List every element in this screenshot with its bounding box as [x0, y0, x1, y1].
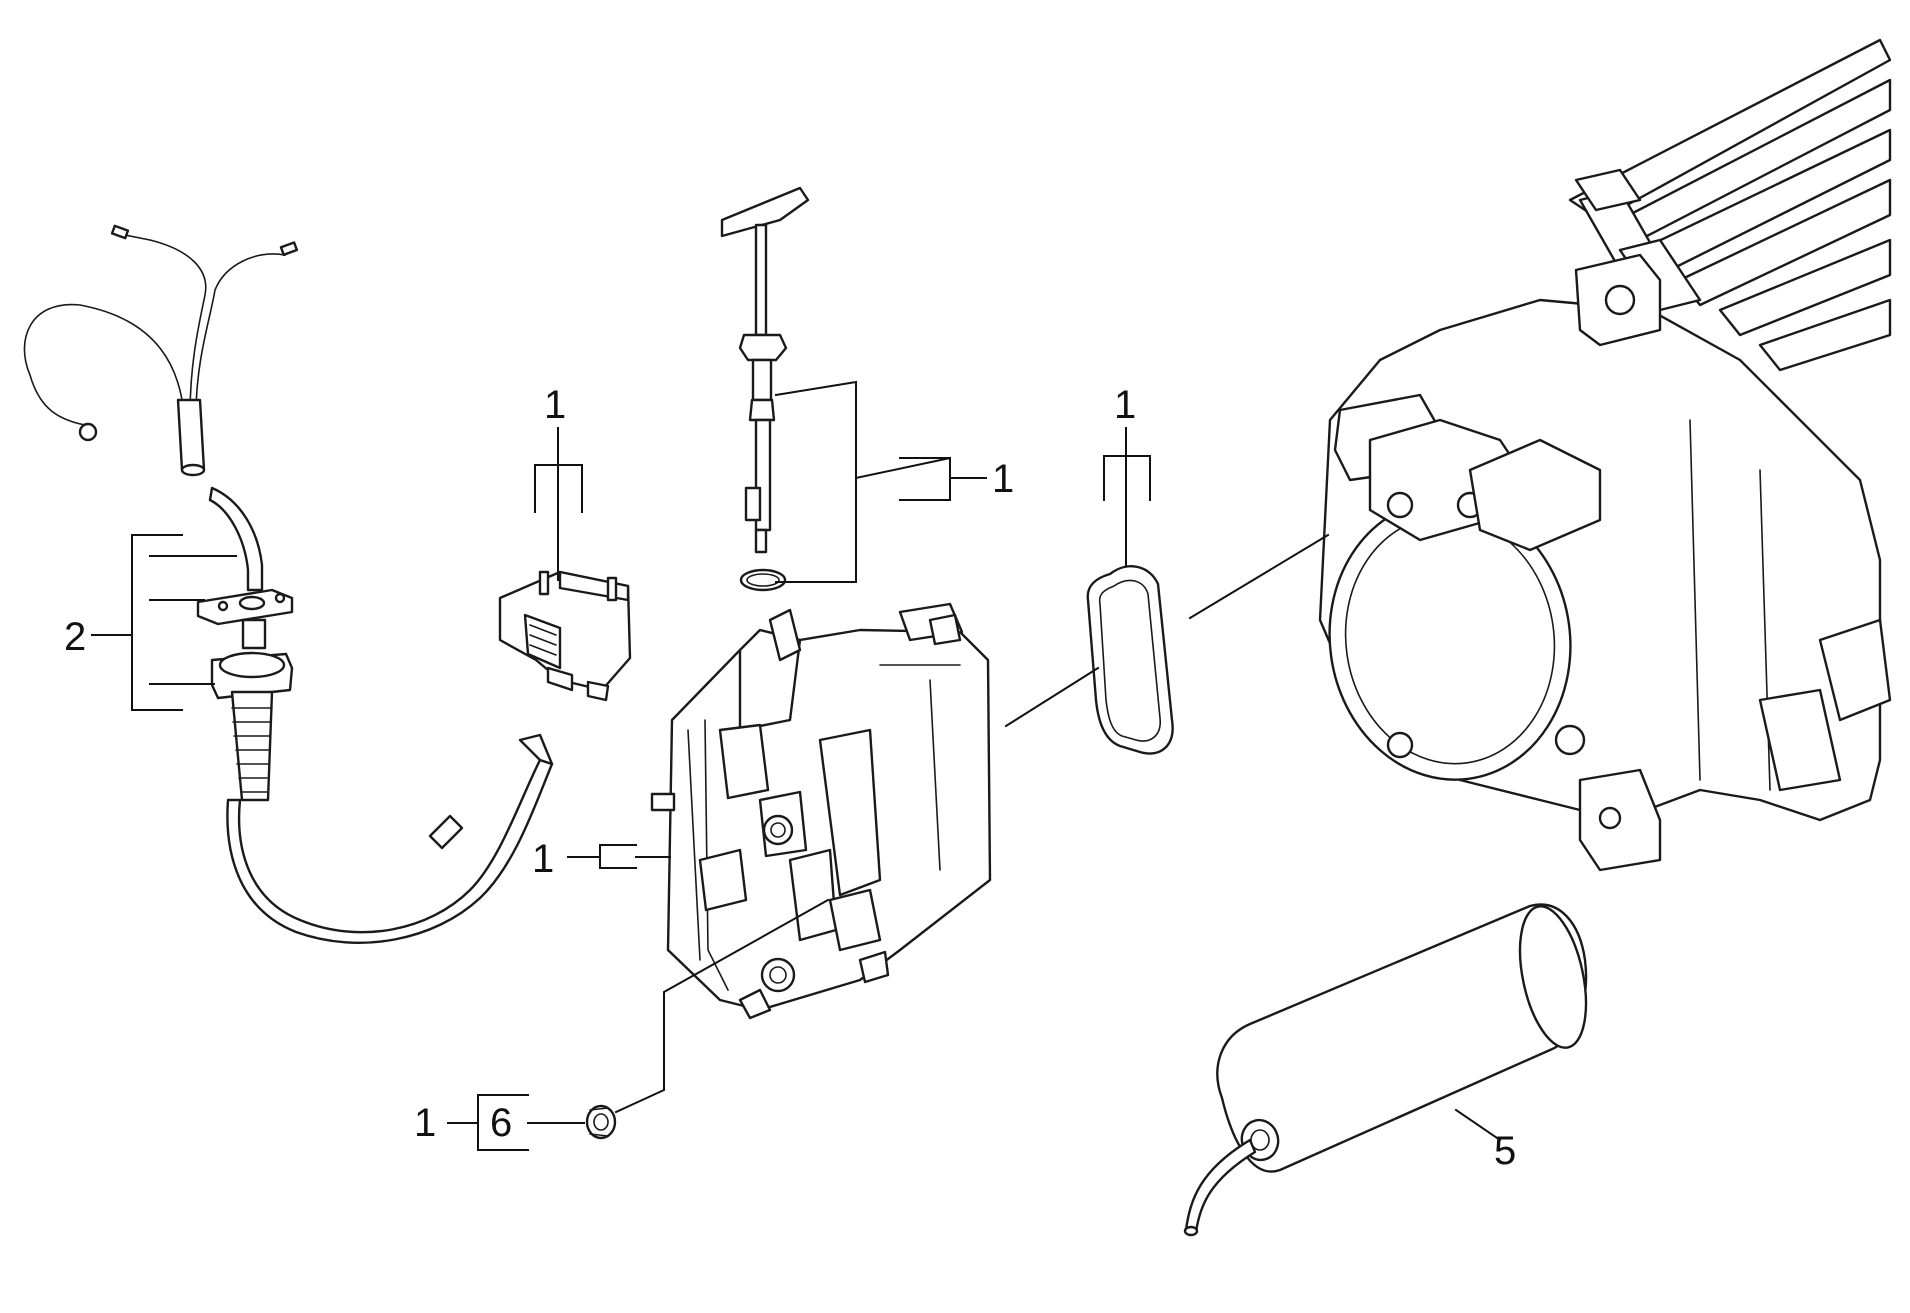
callout-labels: 2 1 1 1 1 1 6 5: [64, 383, 1516, 1173]
callout-housing: 1: [532, 837, 554, 881]
o-ring-seal-part[interactable]: [1086, 565, 1174, 755]
capacitor-part[interactable]: [1183, 900, 1597, 1237]
motor-housing-part[interactable]: [1312, 38, 1892, 872]
grommet-part[interactable]: [585, 1104, 617, 1140]
callout-capacitor: 5: [1494, 1129, 1516, 1173]
callout-grommet-item: 6: [490, 1101, 512, 1145]
plunger-rod-part[interactable]: [720, 186, 810, 592]
wire-harness-part[interactable]: [23, 224, 554, 944]
callout-o-ring: 1: [1114, 383, 1136, 427]
switch-bracket-part[interactable]: [498, 570, 632, 702]
control-housing-part[interactable]: [650, 602, 992, 1020]
callout-wire-harness: 2: [64, 615, 86, 659]
callout-grommet-group: 1: [414, 1101, 436, 1145]
callout-plunger-group: 1: [992, 457, 1014, 501]
leader-lines: [91, 380, 1502, 1151]
callout-switch-bracket: 1: [544, 383, 566, 427]
